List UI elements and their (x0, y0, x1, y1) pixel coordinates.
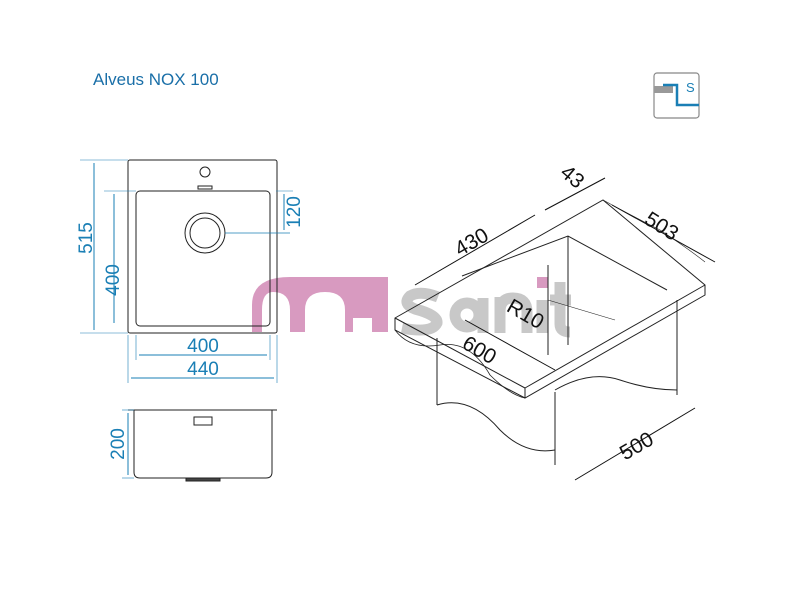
dim-thickness: 43 (556, 161, 589, 194)
dim-cabinet-min: 600 (458, 332, 500, 369)
dim-drain-offset: 120 (284, 196, 305, 228)
isometric-view (394, 199, 706, 465)
dim-cut-width: 430 (451, 224, 493, 261)
product-title: Alveus NOX 100 (93, 70, 219, 89)
isometric-dimensions (414, 177, 716, 481)
watermark-logo (252, 277, 571, 338)
sink-s-connection-icon: S (653, 72, 700, 119)
top-view (127, 159, 290, 334)
dim-total-depth: 515 (76, 222, 97, 254)
dim-bowl-depth: 400 (103, 264, 124, 296)
top-view-dimensions (80, 159, 293, 383)
side-view (128, 409, 277, 482)
dim-cut-depth: 503 (640, 207, 682, 245)
icon-label: S (686, 80, 695, 95)
dim-total-width: 440 (187, 359, 219, 380)
side-view-dimensions (122, 409, 134, 479)
dim-depth: 500 (616, 428, 658, 465)
dim-bowl-width: 400 (187, 336, 219, 357)
dim-height: 200 (108, 428, 129, 460)
